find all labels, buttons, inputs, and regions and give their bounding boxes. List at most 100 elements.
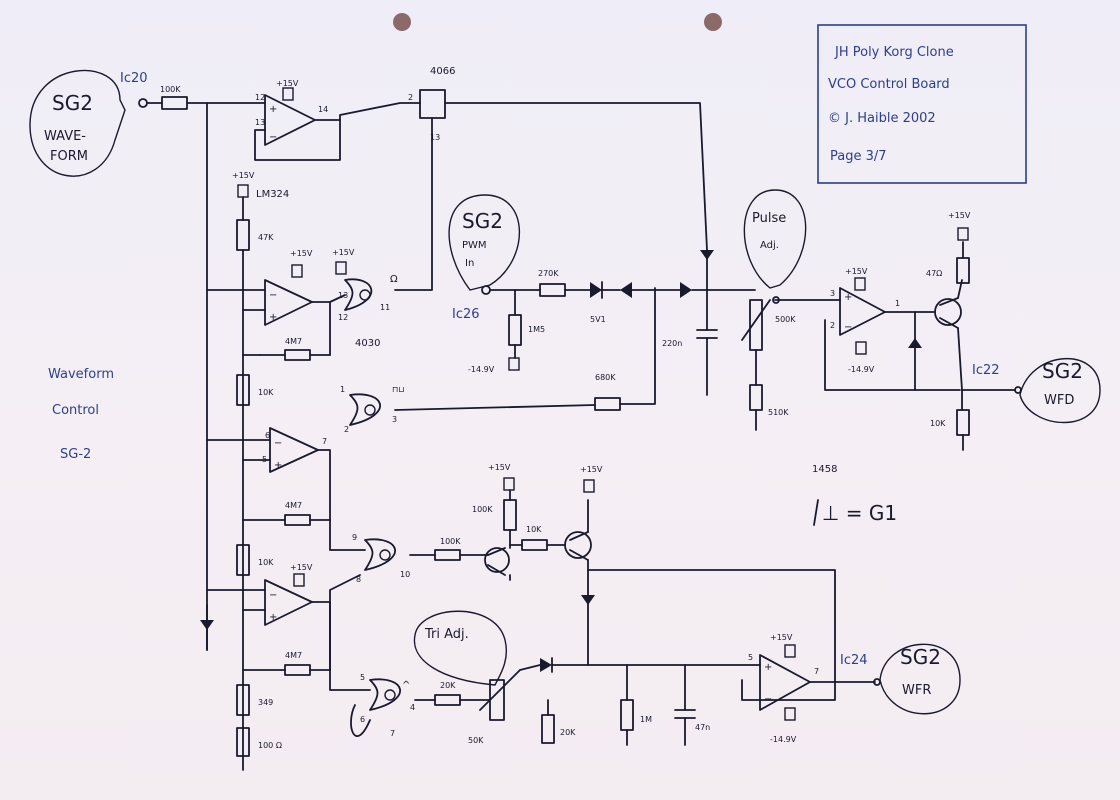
pin-5-tri: 5 — [748, 653, 753, 662]
svg-text:+: + — [844, 292, 852, 303]
label-r-1m: 1M — [640, 715, 652, 724]
label-pot-500k: 500K — [775, 315, 796, 324]
label-pot-50k: 50K — [468, 736, 484, 745]
svg-text:−: − — [269, 132, 277, 143]
pin-11-xor1: 11 — [380, 303, 390, 312]
comparator-1: − + +15V 4M7 — [206, 249, 346, 361]
bubble-pulse-adj-line-2: Adj. — [760, 240, 779, 251]
side-note-line-2: Control — [52, 403, 99, 418]
mark-square-wave-out-2: ⊓⊔ — [392, 385, 404, 394]
svg-text:−: − — [274, 438, 282, 449]
svg-text:+: + — [269, 612, 277, 623]
label-r-100k-in: 100K — [160, 85, 181, 94]
resistor-ladder: +15V 47K 10K 10K 349 100 Ω — [200, 171, 282, 771]
xor-gate-1: Ω 11 12 13 +15V 4030 — [332, 248, 398, 349]
bubble-sg2-wfr: SG2 WFR — [879, 643, 961, 715]
title-line-3: © J. Haible 2002 — [828, 111, 936, 126]
pin-13-switch: 13 — [430, 133, 440, 142]
bubble-sg2-pwm-line-2: PWM — [462, 240, 487, 251]
bubble-sg2-wfr-line-2: WFR — [902, 683, 931, 698]
pin-6-comp2: 6 — [265, 431, 270, 440]
chip-label-4066: 4066 — [430, 66, 455, 77]
label-c-220n: 220n — [662, 339, 682, 348]
waveform-control-note: Waveform Control SG-2 — [48, 367, 114, 462]
bubble-pulse-adj-line-1: Pulse — [752, 211, 786, 226]
label-r-47-ohm: 47Ω — [926, 269, 942, 278]
bubble-tri-adj-text: Tri Adj. — [424, 627, 469, 642]
pin-2-pulse: 2 — [830, 321, 835, 330]
bubble-sg2-wfd-line-2: WFD — [1044, 393, 1074, 408]
pin-7-xor4: 7 — [390, 729, 395, 738]
label-r-20k-a: 20K — [440, 681, 456, 690]
label-r-20k-b: 20K — [560, 728, 576, 737]
label-zener-5v1: 5V1 — [590, 315, 606, 324]
title-line-2: VCO Control Board — [828, 77, 950, 92]
bubble-sg2-waveform-line-2: WAVE- — [44, 129, 86, 144]
connector-ic22: Ic22 — [972, 363, 1000, 378]
bubble-sg2-waveform-line-3: FORM — [50, 149, 88, 164]
supply-neg-tri: -14.9V — [770, 735, 797, 744]
label-r-10k-b: 10K — [258, 558, 274, 567]
pin-3-pulse: 3 — [830, 289, 835, 298]
bubble-sg2-pwm: SG2 PWM In — [448, 194, 521, 291]
comparator-2: − + 6 5 7 4M7 — [206, 427, 366, 551]
connector-ic24: Ic24 — [840, 653, 868, 668]
punch-hole-right — [704, 13, 722, 31]
label-r-270k: 270K — [538, 269, 559, 278]
svg-text:+: + — [269, 312, 277, 323]
side-note-line-1: Waveform — [48, 367, 114, 382]
bubble-sg2-waveform-line-1: SG2 — [52, 91, 93, 115]
supply-pos-pulse: +15V — [845, 267, 868, 276]
transistor-stage: 100K +15V 10K +15V — [472, 463, 836, 701]
pin-3-xor2: 3 — [392, 415, 397, 424]
supply-neg-pwm: -14.9V — [468, 365, 495, 374]
label-r-10k-out: 10K — [930, 419, 946, 428]
pin-12-xor1: 12 — [338, 313, 348, 322]
label-r-4m7-c: 4M7 — [285, 651, 302, 660]
pin-7-comp2: 7 — [322, 437, 327, 446]
svg-text:−: − — [764, 694, 772, 705]
label-ic-1458: 1458 — [812, 464, 837, 475]
bubble-pulse-adj: Pulse Adj. — [743, 189, 807, 289]
pin-5-comp2: 5 — [262, 455, 267, 464]
svg-text:−: − — [269, 590, 277, 601]
pin-7-tri: 7 — [814, 667, 819, 676]
svg-text:+: + — [269, 104, 277, 115]
supply-pos-t2: +15V — [580, 465, 603, 474]
chip-label-4030: 4030 — [355, 338, 380, 349]
pin-13-a: 13 — [255, 118, 265, 127]
pin-4-xor4: 4 — [410, 703, 415, 712]
supply-pos-a: +15V — [276, 79, 299, 88]
comparator-3: − + +15V 4M7 — [206, 563, 371, 691]
supply-pos-comp1: +15V — [290, 249, 313, 258]
pin-1-pulse: 1 — [895, 299, 900, 308]
connector-ic26: Ic26 — [452, 307, 480, 322]
label-r-4m7-b: 4M7 — [285, 501, 302, 510]
title-block: JH Poly Korg Clone VCO Control Board © J… — [817, 24, 1027, 184]
bubble-sg2-wfr-line-1: SG2 — [900, 645, 941, 669]
bubble-sg2-wfd: SG2 WFD — [1019, 357, 1101, 424]
pin-1-xor2: 1 — [340, 385, 345, 394]
xor-gate-3: 9 8 10 100K — [352, 533, 489, 584]
title-line-1: JH Poly Korg Clone — [834, 45, 954, 60]
pin-8-xor3: 8 — [356, 575, 361, 584]
supply-pos-t1: +15V — [488, 463, 511, 472]
chip-label-lm324: LM324 — [256, 189, 289, 200]
pin-14-a: 14 — [318, 105, 328, 114]
label-r-100k-b: 100K — [440, 537, 461, 546]
label-r-680k: 680K — [595, 373, 616, 382]
label-c-47n: 47n — [695, 723, 710, 732]
svg-text:+: + — [274, 460, 282, 471]
pin-13-xor1: 13 — [338, 291, 348, 300]
mark-square-out-1: Ω — [390, 274, 398, 285]
supply-pos-tri: +15V — [770, 633, 793, 642]
pin-2-switch: 2 — [408, 93, 413, 102]
pin-2-xor2: 2 — [344, 425, 349, 434]
svg-text:−: − — [269, 290, 277, 301]
bubble-sg2-pwm-line-3: In — [465, 258, 474, 269]
supply-pos-ladder: +15V — [232, 171, 255, 180]
mark-caret-out-4: ^ — [402, 680, 410, 691]
supply-pos-out: +15V — [948, 211, 971, 220]
